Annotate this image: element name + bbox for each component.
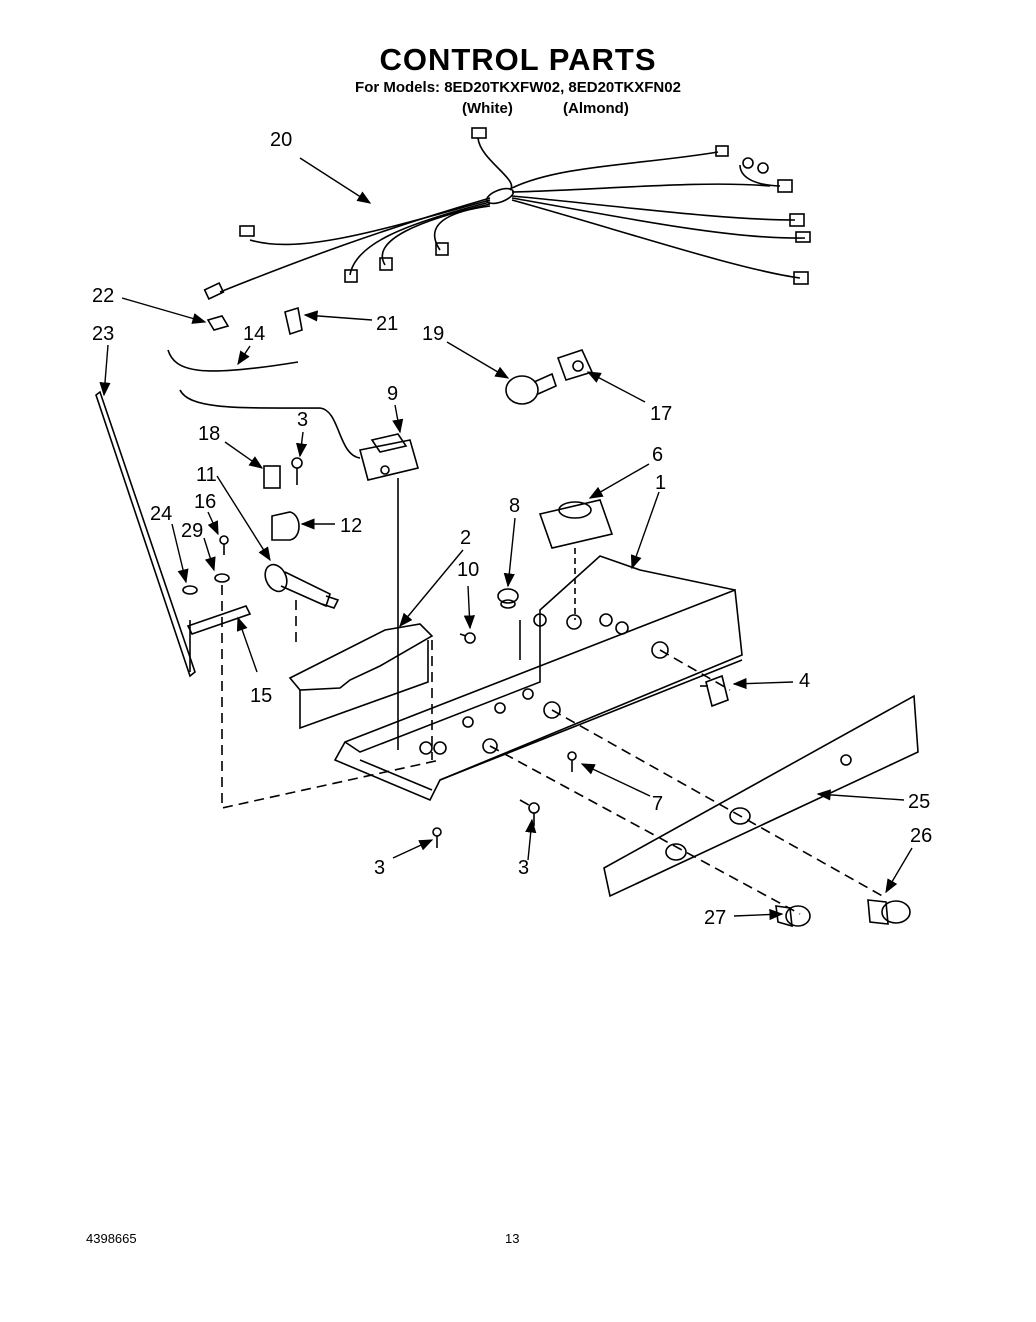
wire-harness xyxy=(203,127,811,300)
callout-4: 4 xyxy=(799,670,810,692)
callout-3-left: 3 xyxy=(374,857,385,879)
screw-10 xyxy=(459,632,476,644)
bracket-18 xyxy=(263,465,281,489)
washer-24 xyxy=(182,585,198,595)
washer-29 xyxy=(214,573,230,583)
light-socket-17 xyxy=(556,349,594,381)
callout-16: 16 xyxy=(194,491,216,513)
callout-15: 15 xyxy=(250,685,272,707)
callout-26: 26 xyxy=(910,825,932,847)
models-line: For Models: 8ED20TKXFW02, 8ED20TKXFN02 xyxy=(355,79,681,96)
screw-3-left xyxy=(432,827,442,848)
callout-21: 21 xyxy=(376,313,398,335)
lever-15 xyxy=(186,605,252,635)
shaft-11 xyxy=(264,563,340,609)
screw-16 xyxy=(219,535,229,555)
capillary-tube-14 xyxy=(167,349,299,372)
callout-8: 8 xyxy=(509,495,520,517)
light-bulb-19 xyxy=(505,372,557,405)
callout-10: 10 xyxy=(457,559,479,581)
bracket-2 xyxy=(288,623,434,691)
clamp-12 xyxy=(271,511,300,541)
screw-3-right xyxy=(528,802,540,826)
control-9 xyxy=(359,433,419,481)
switch-4 xyxy=(700,674,729,708)
callout-29: 29 xyxy=(181,520,203,542)
callout-7: 7 xyxy=(652,793,663,815)
knob-27 xyxy=(775,905,811,928)
rod-23 xyxy=(95,390,196,678)
callout-19: 19 xyxy=(422,323,444,345)
callout-20: 20 xyxy=(270,129,292,151)
callout-6: 6 xyxy=(652,444,663,466)
callout-17: 17 xyxy=(650,403,672,425)
callout-25: 25 xyxy=(908,791,930,813)
callout-3-top: 3 xyxy=(297,409,308,431)
assembly-guides xyxy=(221,585,887,915)
page-number: 13 xyxy=(505,1231,520,1246)
callout-3-right: 3 xyxy=(518,857,529,879)
screw-7 xyxy=(567,751,577,772)
callout-24: 24 xyxy=(150,503,172,525)
callout-22: 22 xyxy=(92,285,114,307)
clip-21 xyxy=(284,306,303,336)
callout-23: 23 xyxy=(92,323,114,345)
variant-almond: (Almond) xyxy=(563,100,629,117)
screw-3-top xyxy=(291,457,303,485)
capillary-tube-sensor xyxy=(179,389,361,459)
control-housing-1 xyxy=(333,555,743,802)
clip-22 xyxy=(206,315,230,331)
document-number: 4398665 xyxy=(86,1231,137,1246)
callout-27: 27 xyxy=(704,907,726,929)
grommet-8 xyxy=(497,588,519,609)
knob-26 xyxy=(867,899,911,925)
callout-14: 14 xyxy=(243,323,265,345)
callout-18: 18 xyxy=(198,423,220,445)
relay-6 xyxy=(538,499,614,549)
callout-11: 11 xyxy=(196,464,217,486)
control-panel-25 xyxy=(603,694,919,898)
callout-12: 12 xyxy=(340,515,362,537)
variant-white: (White) xyxy=(462,100,513,117)
page-title: CONTROL PARTS xyxy=(379,42,657,77)
callout-2: 2 xyxy=(460,527,471,549)
callout-1: 1 xyxy=(655,472,666,494)
callout-9: 9 xyxy=(387,383,398,405)
